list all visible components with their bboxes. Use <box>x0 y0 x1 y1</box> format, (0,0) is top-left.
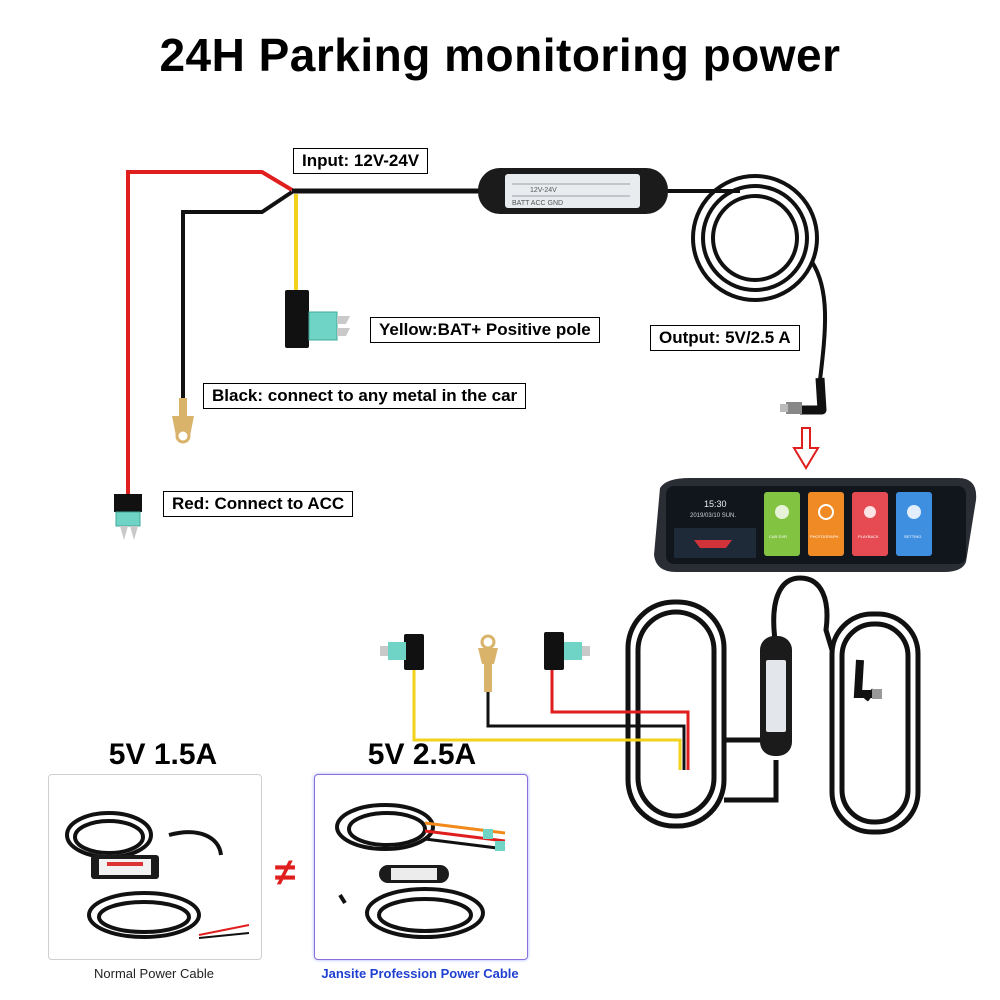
tile-setting <box>896 492 932 556</box>
page-title: 24H Parking monitoring power <box>159 29 841 81</box>
red-wire-label: Red: Connect to ACC <box>163 491 354 517</box>
module-text-line2: BATT ACC GND <box>512 200 563 207</box>
tile-label-photograph: PHOTOGRAPH <box>810 534 838 539</box>
jansite-cable-caption: Jansite Profession Power Cable <box>321 966 519 981</box>
red-fuse-tap-icon <box>114 494 142 540</box>
bundle-ring-terminal-icon <box>478 634 498 692</box>
cable-bundle-plug <box>853 659 882 699</box>
left-spec: 5V 1.5A <box>108 738 218 771</box>
red-wire <box>126 170 294 498</box>
jansite-cable-panel <box>314 774 528 960</box>
normal-cable-caption: Normal Power Cable <box>94 966 214 981</box>
bundle-red-wire <box>550 668 690 770</box>
playback-icon <box>864 506 876 518</box>
bundle-fuse-tap-1-icon <box>380 634 424 670</box>
tile-label-setting: SETTING <box>904 534 921 539</box>
tile-photograph <box>808 492 844 556</box>
cable-bundle-module <box>760 636 792 756</box>
cable-bundle <box>625 575 921 835</box>
normal-cable-image <box>65 811 250 939</box>
tile-car-dvr <box>764 492 800 556</box>
down-arrow-icon <box>792 427 820 470</box>
yellow-wire-label: Yellow:BAT+ Positive pole <box>370 317 600 343</box>
camera-icon <box>818 504 834 520</box>
black-wire <box>181 190 294 402</box>
yellow-fuse-tap-icon <box>285 290 350 348</box>
bundle-black-wire <box>486 690 686 770</box>
output-label: Output: 5V/2.5 A <box>650 325 800 351</box>
output-cable-coil <box>668 174 828 381</box>
normal-cable-panel <box>48 774 262 960</box>
not-equal-sign: ≠ <box>274 852 296 894</box>
car-dvr-icon <box>775 505 789 519</box>
tile-label-playback: PLAYBACK <box>858 534 879 539</box>
black-wire-label: Black: connect to any metal in the car <box>203 383 527 409</box>
right-spec: 5V 2.5A <box>367 738 477 771</box>
jansite-cable-image <box>335 803 506 939</box>
screen-date: 2019/03/10 SUN. <box>690 513 736 519</box>
bundle-yellow-wire <box>412 666 682 770</box>
converter-module: 12V-24V BATT ACC GND <box>478 168 668 214</box>
mini-usb-plug <box>780 377 827 415</box>
module-text-line1: 12V-24V <box>530 187 557 194</box>
mirror-dashcam: 15:30 2019/03/10 SUN. CAR DVR PHOTOGRAPH… <box>654 478 977 572</box>
tile-playback <box>852 492 888 556</box>
cloud-icon <box>907 505 921 519</box>
tile-label-car-dvr: CAR DVR <box>769 534 787 539</box>
ground-terminal-icon <box>172 398 194 444</box>
bundle-fuse-tap-2-icon <box>544 632 590 670</box>
input-label: Input: 12V-24V <box>293 148 429 174</box>
screen-time: 15:30 <box>704 499 727 509</box>
